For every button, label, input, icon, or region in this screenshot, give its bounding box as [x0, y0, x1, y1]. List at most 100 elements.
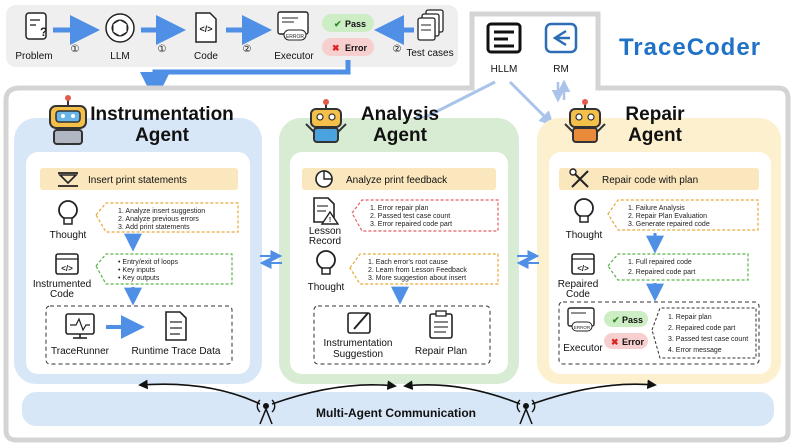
analysis-thought-1: 1. Each error's root cause [368, 259, 448, 266]
step-2-b: ② [393, 44, 402, 55]
communication-band [22, 392, 774, 426]
error-pill [322, 38, 374, 56]
repaired-code-bubble [607, 253, 749, 281]
runtime-data-label: Runtime Trace Data [132, 346, 221, 357]
analysis-header [302, 168, 496, 190]
llm-label: LLM [110, 51, 129, 62]
antenna-icon-left [256, 399, 276, 425]
communication-label: Multi-Agent Communication [316, 406, 476, 420]
repair-plan-label: Repair Plan [415, 346, 467, 357]
repair-robot-icon [564, 99, 606, 143]
analysis-robot-icon [305, 99, 347, 143]
analysis-repair-exchange-icon [516, 250, 540, 269]
instrumentation-thought-bubble [95, 202, 239, 233]
pass-pill [322, 14, 374, 32]
repair-pass-check-icon: ✔ [612, 315, 620, 325]
instr-thought-3: 3. Add print statements [118, 224, 190, 231]
arrow-pipeline-to-agents [140, 60, 351, 102]
instrumented-code-label-1: Instrumented [33, 279, 91, 290]
pass-label: Pass [345, 19, 366, 29]
repair-title-2: Agent [628, 125, 683, 146]
pencil-edit-icon [347, 312, 371, 334]
instr-code-2: • Key inputs [118, 267, 156, 274]
problem-label: Problem [15, 51, 52, 62]
svg-text:ERROR: ERROR [286, 34, 304, 40]
repaired-code-1: 1. Full repaired code [628, 259, 692, 266]
problem-icon: ? [25, 12, 47, 40]
arrow-hllm-analysis [409, 80, 496, 126]
hllm-label: HLLM [491, 64, 518, 75]
suggestion-label-2: Suggestion [333, 349, 383, 360]
instrumentation-thought-label: Thought [50, 230, 87, 241]
llm-icon [105, 13, 135, 43]
repair-thought-label: Thought [566, 230, 603, 241]
step-1-b: ① [158, 44, 167, 55]
repair-executor-label: Executor [563, 343, 603, 354]
comm-arrow-repair [531, 379, 657, 405]
antenna-icon-right [516, 399, 536, 425]
instr-thought-2: 2. Analyze previous errors [118, 216, 199, 223]
instrumentation-header-text: Insert print statements [88, 175, 187, 186]
lesson-item-2: 2. Passed test case count [370, 213, 450, 220]
repair-title-1: Repair [625, 104, 685, 125]
error-label: Error [345, 43, 368, 53]
repaired-code-label-2: Code [566, 289, 590, 300]
comm-arrow-analysis-left [271, 380, 397, 405]
rm-label: RM [553, 64, 569, 75]
instrumentation-robot-icon [49, 95, 87, 145]
lesson-label-1: Lesson [309, 226, 341, 237]
repair-pass-label: Pass [622, 315, 643, 325]
repaired-code-2: 2. Repaired code part [628, 269, 695, 276]
repair-error-x-icon: ✖ [611, 337, 619, 347]
lesson-bubble [351, 199, 499, 232]
pie-chart-icon [315, 170, 333, 188]
svg-text:?: ? [40, 25, 47, 39]
comm-arrow-instr [138, 379, 261, 405]
repair-header-text: Repair code with plan [602, 175, 698, 186]
repair-plan-icon [429, 310, 453, 339]
analysis-header-text: Analyze print feedback [346, 175, 448, 186]
error-x-icon: ✖ [332, 43, 340, 53]
repair-executor-icon: ERROR [567, 307, 595, 332]
brand-title: TraceCoder [619, 34, 761, 61]
arrow-hllm-repair [508, 80, 555, 127]
runtime-data-icon [165, 311, 187, 341]
analysis-thought-icon [316, 250, 336, 275]
lesson-record-icon: ! [313, 197, 340, 225]
svg-text:</>: </> [577, 264, 589, 273]
repair-thought-bubble [607, 199, 759, 231]
repair-result-bubble [651, 307, 757, 359]
lesson-item-3: 3. Error repaired code part [370, 221, 452, 228]
lesson-label-2: Record [309, 236, 341, 247]
trace-runner-label: TraceRunner [51, 346, 110, 357]
analysis-output-box [313, 305, 491, 365]
trace-box [45, 305, 233, 365]
step-1-a: ① [71, 44, 80, 55]
repair-error-pill [604, 333, 648, 349]
svg-text:ERROR: ERROR [574, 325, 591, 330]
instr-thought-1: 1. Analyze insert suggestion [118, 208, 205, 215]
suggestion-label-1: Instrumentation [324, 338, 393, 349]
analysis-thought-label: Thought [308, 282, 345, 293]
analysis-thought-bubble [349, 253, 499, 285]
step-2-a: ② [243, 44, 252, 55]
repair-result-4: 4. Error message [668, 347, 722, 354]
trace-runner-icon [65, 313, 95, 339]
executor-icon: ERROR [277, 11, 309, 41]
repair-result-1: 1. Repair plan [668, 314, 712, 321]
rm-icon [544, 22, 578, 54]
lesson-item-1: 1. Error repair plan [370, 205, 428, 212]
svg-text:</>: </> [199, 24, 212, 34]
analysis-title-2: Agent [373, 125, 428, 146]
analysis-thought-3: 3. More suggestion about insert [368, 275, 466, 282]
repaired-code-icon: </> [571, 253, 595, 275]
test-cases-label: Test cases [406, 48, 453, 59]
repair-result-2: 2. Repaired code part [668, 325, 735, 332]
instrumented-code-label-2: Code [50, 289, 74, 300]
instrumentation-thought-icon [58, 200, 78, 225]
insert-print-icon [58, 172, 78, 187]
svg-text:!: ! [329, 217, 331, 224]
test-cases-icon [417, 9, 444, 41]
